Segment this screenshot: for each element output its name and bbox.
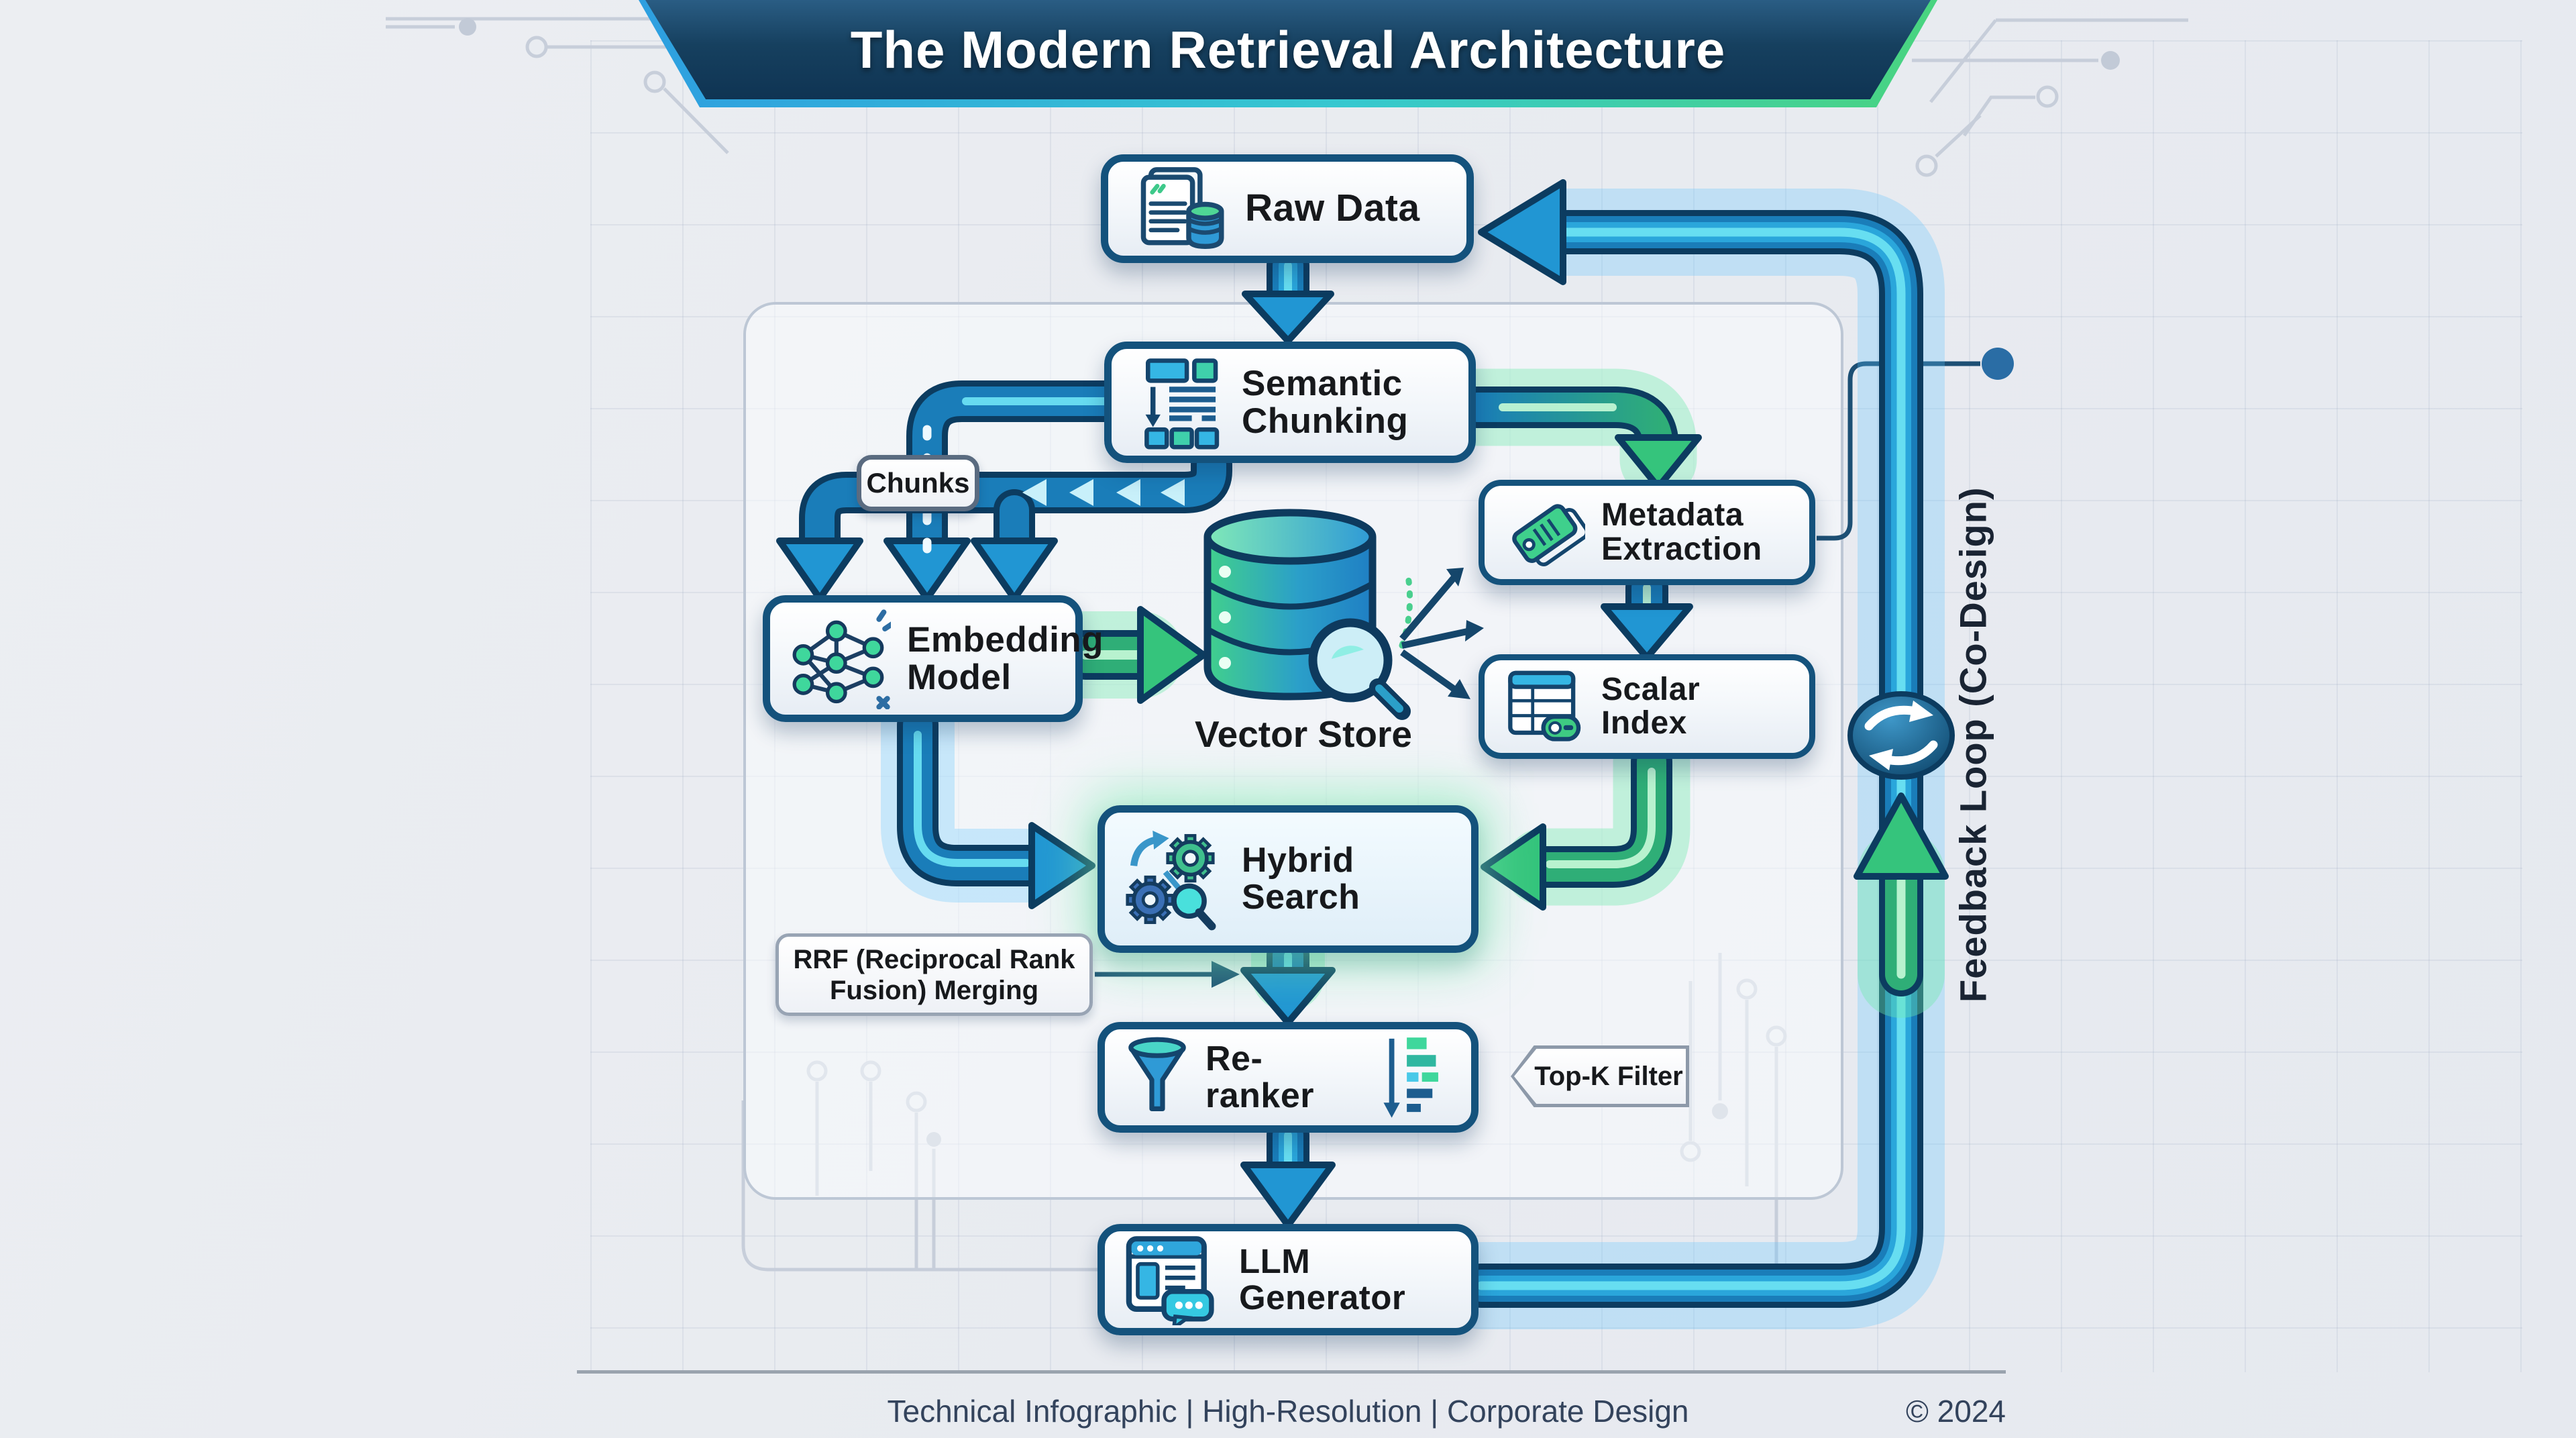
arrow-embedding-to-vectorstore [1042,606,1207,704]
funnel-icon [1128,1037,1186,1111]
node-label: Scalar Index [1601,671,1701,741]
sync-icon [1847,691,1955,780]
chunking-icon [1144,358,1220,450]
arrow-rrf-annotation [1095,961,1240,988]
metadata-trace-line [1817,361,1980,541]
node-label: Semantic Chunking [1242,363,1409,441]
node-semantic-chunking: Semantic Chunking [1104,342,1476,463]
node-label: LLM Generator [1239,1242,1406,1317]
neural-network-icon [792,609,891,709]
footer-copyright: © 2024 [1905,1394,2006,1429]
top-k-filter-label: Top-K Filter [1514,1049,1686,1104]
node-scalar-index: Scalar Index [1479,654,1815,759]
pipe-embedding-to-hybrid [881,688,1095,909]
node-re-ranker: Re-ranker [1097,1022,1479,1133]
trace-terminal-dot [1982,348,2014,380]
node-label: Hybrid Search [1242,841,1360,917]
ranking-bars-icon [1383,1037,1438,1118]
node-label: Embedding Model [907,619,1104,697]
feedback-loop-label: Feedback Loop (Co-Design) [1951,486,1994,1003]
chunks-label: Chunks [857,455,979,511]
browser-chat-icon [1126,1236,1214,1325]
pipe-chunking-left [883,380,1126,602]
pipe-chunking-to-metadata [1438,368,1702,499]
metadata-tag-icon [1512,503,1585,566]
node-llm-generator: LLM Generator [1097,1224,1479,1335]
arrow-reranker-to-llm [1240,1114,1336,1229]
node-label: Raw Data [1245,187,1420,230]
node-embedding-model: Embedding Model [763,595,1104,722]
node-metadata-extraction: Metadata Extraction [1479,480,1815,585]
feedback-arrowhead-into-raw-data [1478,179,1566,285]
documents-database-icon [1140,167,1224,250]
arrow-metadata-to-scalar [1601,566,1693,661]
table-index-icon [1508,670,1581,741]
feedback-up-arrow [1854,792,1949,1018]
pipe-scalar-to-hybrid [1481,723,1690,911]
title-banner: The Modern Retrieval Architecture [645,0,1931,99]
arrow-hybrid-to-reranker [1240,919,1336,1026]
vector-store-icon [1203,509,1484,720]
footer-caption: Technical Infographic | High-Resolution … [887,1394,1689,1429]
node-label: Metadata Extraction [1601,497,1762,567]
rrf-merging-label: RRF (Reciprocal Rank Fusion) Merging [775,933,1093,1016]
page-title: The Modern Retrieval Architecture [850,19,1726,79]
arrow-rawdata-to-chunking [1242,244,1334,344]
node-raw-data: Raw Data [1101,154,1474,263]
footer-divider [577,1370,2006,1374]
top-k-filter-bubble: Top-K Filter [1511,1045,1689,1107]
gears-search-icon [1126,830,1216,931]
vector-store-label: Vector Store [1194,713,1412,755]
node-hybrid-search: Hybrid Search [1097,805,1479,953]
node-label: Re-ranker [1205,1039,1314,1115]
pipe-chunking-chevron-band [776,444,1232,602]
